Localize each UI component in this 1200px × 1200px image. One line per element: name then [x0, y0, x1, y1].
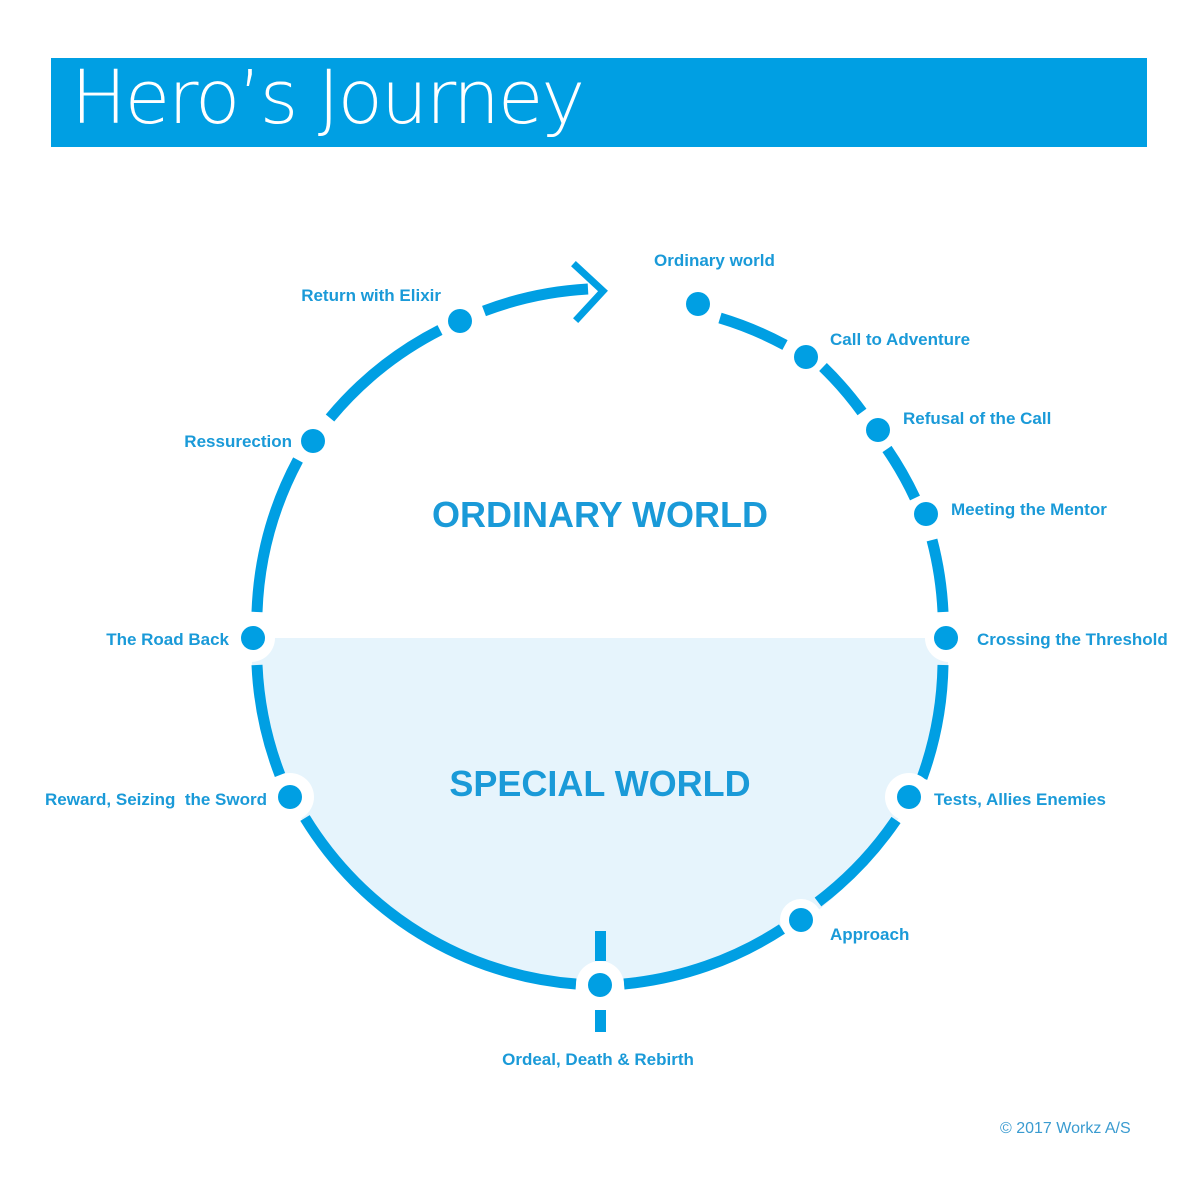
arc-ordeal-to-reward: [300, 815, 577, 990]
station-dot-ordinary-world: [686, 292, 710, 316]
arc-roadback-to-resurrection: [251, 457, 303, 613]
station-dot-meeting-the-mentor: [914, 502, 938, 526]
station-dot-return-with-elixir: [448, 309, 472, 333]
arc-mentor-to-threshold: [926, 538, 949, 613]
station-dot-crossing-the-threshold: [934, 626, 958, 650]
arc-reward-to-roadback: [251, 664, 286, 777]
special-world-area: [251, 638, 949, 987]
arc-elixir-to-arrow: [482, 283, 589, 317]
ordinary-world-label: ORDINARY WORLD: [432, 494, 768, 535]
title-banner: Hero’s Journey: [51, 55, 1147, 147]
step-label-ressurection: Ressurection: [184, 432, 292, 451]
arc-ordinary-to-call: [718, 312, 788, 350]
step-label-meeting-the-mentor: Meeting the Mentor: [951, 500, 1107, 519]
station-dot-approach: [789, 908, 813, 932]
arc-threshold-to-tests: [916, 664, 949, 780]
arc-call-to-refusal: [819, 363, 867, 416]
station-dot-ordeal: [588, 973, 612, 997]
station-dot-road-back: [241, 626, 265, 650]
step-label-ordinary-world: Ordinary world: [654, 251, 775, 270]
special-world-label: SPECIAL WORLD: [449, 763, 750, 804]
ordeal-tick: [595, 931, 606, 1032]
station-dot-reward: [278, 785, 302, 809]
station-dot-refusal-of-the-call: [866, 418, 890, 442]
step-label-reward-seizing-the-sword: Reward, Seizing the Sword: [45, 790, 267, 809]
copyright-notice: © 2017 Workz A/S: [1000, 1120, 1131, 1137]
station-dot-resurrection: [301, 429, 325, 453]
step-label-tests-allies-enemies: Tests, Allies Enemies: [934, 790, 1106, 809]
step-label-refusal-of-the-call: Refusal of the Call: [903, 409, 1051, 428]
arc-resurrection-to-elixir: [325, 325, 443, 422]
step-label-crossing-the-threshold: Crossing the Threshold: [977, 630, 1168, 649]
journey-circle: [251, 283, 949, 990]
step-label-the-road-back: The Road Back: [106, 630, 229, 649]
arc-refusal-to-mentor: [882, 445, 920, 501]
arc-approach-to-ordeal: [623, 924, 785, 990]
step-label-approach: Approach: [830, 925, 909, 944]
station-dot-tests-allies-enemies: [897, 785, 921, 809]
step-label-return-with-elixir: Return with Elixir: [301, 286, 441, 305]
arc-tests-to-approach: [814, 816, 901, 907]
step-label-call-to-adventure: Call to Adventure: [830, 330, 970, 349]
page-title: Hero’s Journey: [71, 55, 585, 141]
station-dots: [241, 292, 958, 997]
station-dot-call-to-adventure: [794, 345, 818, 369]
arrow-head-icon: [571, 261, 608, 323]
step-label-ordeal-death-rebirth: Ordeal, Death & Rebirth: [502, 1050, 694, 1069]
